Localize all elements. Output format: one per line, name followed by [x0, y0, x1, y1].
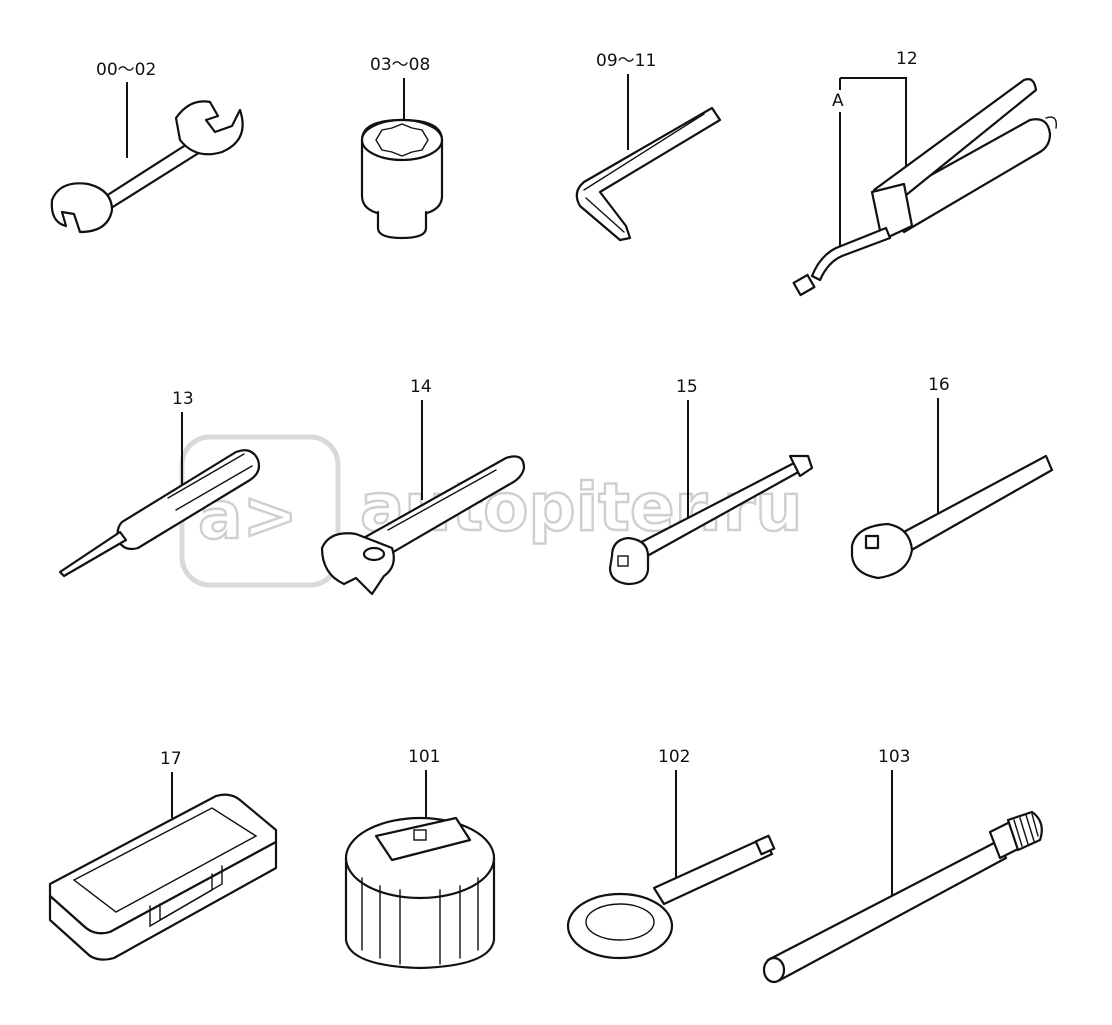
- ratchet-head: [850, 522, 914, 580]
- ratchet-handle: [898, 454, 1054, 554]
- socket-top-rim: [360, 118, 444, 162]
- part-16-ratchet: 16: [850, 375, 1054, 580]
- part-12-grease-gun: 12 A: [792, 49, 1057, 297]
- part-101-filter-wrench: 101: [344, 747, 496, 970]
- hex-key-short-edge: [585, 197, 625, 233]
- screwdriver-handle-slot-2: [175, 465, 253, 511]
- wrench-handle: [358, 455, 526, 564]
- ring-spanner-handle: [652, 836, 774, 906]
- ring-spanner-opening: [585, 903, 655, 941]
- socket-bar-drive: [788, 454, 814, 478]
- socket-drive-end: [376, 210, 428, 240]
- part-14-adjustable-wrench: 14: [320, 377, 526, 596]
- ratchet-square-drive: [864, 534, 880, 550]
- grease-gun-nozzle: [792, 273, 816, 297]
- callout-103: 103: [878, 747, 910, 767]
- part-102-ring-spanner: 102: [566, 747, 776, 960]
- callout-17: 17: [160, 749, 182, 769]
- callout-A: A: [832, 91, 844, 111]
- callout-09-11: 09～11: [596, 51, 656, 71]
- callout-14: 14: [410, 377, 432, 397]
- tube-bar-end: [762, 956, 786, 984]
- spanner-head-small: [174, 100, 244, 156]
- grease-gun-barrel: [884, 118, 1052, 234]
- part-13-screwdriver: 13: [58, 389, 261, 578]
- part-09-11-hex-key: 09～11: [575, 51, 722, 242]
- callout-101: 101: [408, 747, 440, 767]
- tool-box-label-panel: [72, 807, 258, 913]
- tube-bar-shaft: [766, 840, 1008, 982]
- part-17-tool-box: 17: [48, 749, 278, 961]
- hex-key-edge: [583, 113, 705, 191]
- part-03-08-socket: 03～08: [360, 55, 444, 240]
- callout-15: 15: [676, 377, 698, 397]
- callout-03-08: 03～08: [370, 55, 430, 75]
- filter-wrench-bridge: [374, 816, 472, 862]
- callout-13: 13: [172, 389, 194, 409]
- part-00-02-spanner: 00～02: [50, 60, 244, 234]
- spanner-head-large: [50, 182, 114, 234]
- wrench-worm-screw: [362, 546, 386, 562]
- callout-102: 102: [658, 747, 690, 767]
- grease-gun-lever: [872, 78, 1038, 202]
- screwdriver-shaft: [58, 530, 128, 578]
- callout-12: 12: [896, 49, 918, 69]
- filter-wrench-flutes: [361, 877, 479, 965]
- filter-wrench-square-hole: [413, 829, 427, 841]
- tool-box-handle-inner: [159, 873, 213, 922]
- tube-bar-knurling: [1013, 813, 1039, 847]
- part-103-tube-bar: 103: [762, 747, 1043, 984]
- part-15-socket-bar: 15: [608, 377, 814, 586]
- socket-12pt-opening: [375, 123, 429, 157]
- socket-bar-end: [608, 536, 650, 586]
- socket-bar-square-hole: [617, 555, 629, 567]
- grease-gun-head: [870, 182, 914, 242]
- wrench-handle-slot: [387, 469, 497, 531]
- grease-gun-hose: [810, 226, 892, 282]
- callout-00-02: 00～02: [96, 60, 156, 80]
- leader-12: [840, 77, 907, 168]
- tool-box-base: [48, 840, 278, 961]
- callout-16: 16: [928, 375, 950, 395]
- screwdriver-handle-slot: [167, 453, 245, 499]
- hex-key-body: [575, 106, 722, 242]
- grease-gun-ring: [1045, 116, 1057, 129]
- ring-spanner-tip: [754, 834, 776, 856]
